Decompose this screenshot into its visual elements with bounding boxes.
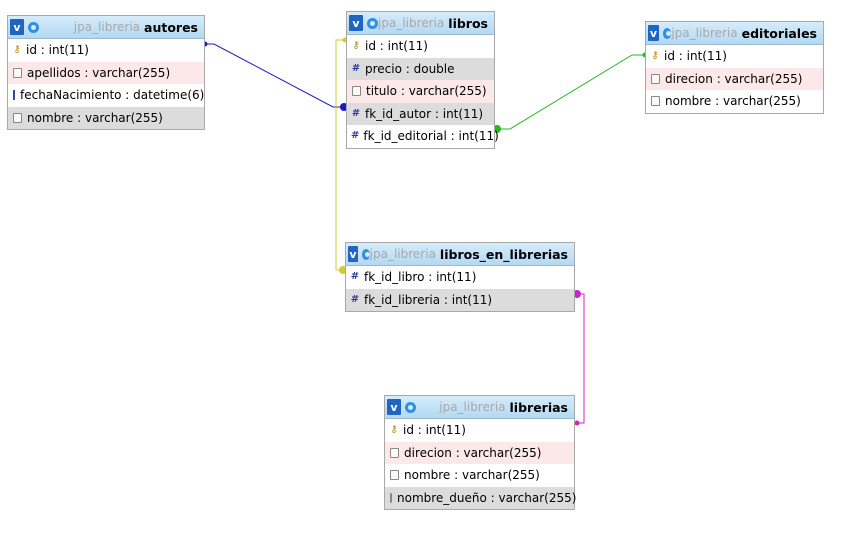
table-libros-en-librerias[interactable]: v jpa_libreria libros_en_librerias # fk_i… xyxy=(345,242,575,312)
column-row[interactable]: titulo : varchar(255) xyxy=(347,80,494,103)
text-field-icon xyxy=(13,67,22,78)
table-name: editoriales xyxy=(741,25,817,41)
text-field-icon xyxy=(352,86,361,97)
table-header[interactable]: v jpa_libreria libros xyxy=(347,12,494,35)
relation-line-libreria xyxy=(575,293,585,424)
collapse-toggle[interactable]: v xyxy=(387,399,401,415)
column-row[interactable]: #fk_id_editorial : int(11) xyxy=(347,125,499,148)
table-name: libros xyxy=(448,15,488,31)
text-field-icon xyxy=(390,447,399,458)
column-label: direcion : varchar(255) xyxy=(665,71,803,86)
column-label: id : int(11) xyxy=(403,423,466,438)
gear-icon[interactable] xyxy=(28,21,39,33)
column-label: fk_id_libreria : int(11) xyxy=(364,292,493,307)
collapse-toggle[interactable]: v xyxy=(348,246,358,262)
column-label: nombre : varchar(255) xyxy=(27,110,163,125)
collapse-toggle[interactable]: v xyxy=(10,19,24,35)
collapse-toggle[interactable]: v xyxy=(349,15,363,31)
table-header[interactable]: v jpa_libreria editoriales xyxy=(646,22,823,45)
column-row[interactable]: nombre : varchar(255) xyxy=(8,106,204,129)
table-header[interactable]: v jpa_libreria librerias xyxy=(385,396,574,419)
numeric-field-icon: # xyxy=(350,293,360,305)
column-label: id : int(11) xyxy=(664,49,727,64)
datetime-field-icon xyxy=(13,90,15,101)
key-icon: ⚷ xyxy=(390,424,398,436)
gear-icon[interactable] xyxy=(405,401,416,413)
table-name: librerias xyxy=(509,399,568,415)
column-label: direcion : varchar(255) xyxy=(404,445,542,460)
column-row[interactable]: nombre_dueño : varchar(255) xyxy=(385,486,577,509)
table-name: libros_en_librerias xyxy=(439,246,568,262)
database-name: jpa_libreria xyxy=(369,247,436,261)
column-row[interactable]: fechaNacimiento : datetime(6) xyxy=(8,84,204,107)
numeric-field-icon: # xyxy=(351,130,360,142)
column-label: apellidos : varchar(255) xyxy=(27,65,171,80)
database-name: jpa_libreria xyxy=(671,26,738,40)
gear-icon[interactable] xyxy=(367,17,378,29)
database-name: jpa_libreria xyxy=(439,400,506,414)
collapse-toggle[interactable]: v xyxy=(648,25,659,41)
text-field-icon xyxy=(390,470,399,481)
column-row[interactable]: ⚷ id : int(11) xyxy=(347,35,494,58)
database-name: jpa_libreria xyxy=(73,20,141,34)
numeric-field-icon: # xyxy=(351,62,361,74)
column-row[interactable]: # precio : double xyxy=(347,57,494,80)
column-label: id : int(11) xyxy=(365,39,428,54)
column-label: id : int(11) xyxy=(26,43,89,58)
relation-end-dot xyxy=(574,420,580,426)
table-header[interactable]: v jpa_libreria libros_en_librerias xyxy=(346,243,574,266)
gear-icon[interactable] xyxy=(662,27,672,39)
column-label: fk_id_editorial : int(11) xyxy=(363,129,499,144)
table-header[interactable]: v jpa_libreria autores xyxy=(8,16,204,39)
text-field-icon xyxy=(651,96,660,107)
column-row[interactable]: ⚷ id : int(11) xyxy=(8,39,204,62)
numeric-field-icon: # xyxy=(351,107,361,119)
table-autores[interactable]: v jpa_libreria autores ⚷ id : int(11) ape… xyxy=(7,15,205,130)
column-label: precio : double xyxy=(365,61,455,76)
database-name: jpa_libreria xyxy=(378,16,445,30)
key-icon: ⚷ xyxy=(651,50,659,62)
numeric-field-icon: # xyxy=(350,271,360,283)
column-row[interactable]: direcion : varchar(255) xyxy=(646,67,823,90)
column-row[interactable]: ⚷ id : int(11) xyxy=(646,45,823,68)
table-librerias[interactable]: v jpa_libreria librerias ⚷ id : int(11) d… xyxy=(384,395,577,510)
table-libros[interactable]: v jpa_libreria libros ⚷ id : int(11) # pre… xyxy=(346,11,499,149)
column-label: nombre : varchar(255) xyxy=(404,468,540,483)
relation-line-editorial xyxy=(494,54,646,130)
column-row[interactable]: ⚷ id : int(11) xyxy=(385,419,574,442)
relation-line-autor xyxy=(204,43,347,108)
gear-icon[interactable] xyxy=(361,248,370,260)
key-icon: ⚷ xyxy=(13,44,21,56)
column-label: nombre : varchar(255) xyxy=(665,94,801,109)
text-field-icon xyxy=(651,73,660,84)
column-row[interactable]: # fk_id_autor : int(11) xyxy=(347,102,494,125)
table-name: autores xyxy=(144,19,198,35)
text-field-icon xyxy=(390,492,392,503)
column-row[interactable]: apellidos : varchar(255) xyxy=(8,61,204,84)
column-label: nombre_dueño : varchar(255) xyxy=(397,490,577,505)
table-editoriales[interactable]: v jpa_libreria editoriales ⚷ id : int(11)… xyxy=(645,21,824,114)
text-field-icon xyxy=(13,112,22,123)
column-row[interactable]: nombre : varchar(255) xyxy=(385,464,574,487)
column-label: fechaNacimiento : datetime(6) xyxy=(20,88,205,103)
key-icon: ⚷ xyxy=(352,40,360,52)
column-row[interactable]: nombre : varchar(255) xyxy=(646,90,823,113)
column-row[interactable]: direcion : varchar(255) xyxy=(385,441,574,464)
column-row[interactable]: # fk_id_libro : int(11) xyxy=(346,266,574,289)
column-label: fk_id_autor : int(11) xyxy=(365,106,484,121)
column-label: fk_id_libro : int(11) xyxy=(364,270,477,285)
column-label: titulo : varchar(255) xyxy=(366,84,487,99)
column-row[interactable]: # fk_id_libreria : int(11) xyxy=(346,288,574,311)
